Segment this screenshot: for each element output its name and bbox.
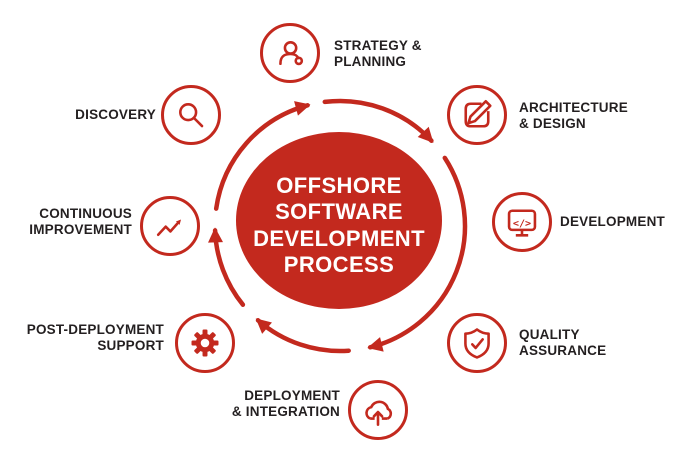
arc-left-lower <box>208 227 246 307</box>
label-architecture-design: ARCHITECTURE & DESIGN <box>519 100 628 131</box>
label-post-deployment-support: POST-DEPLOYMENT SUPPORT <box>26 322 164 353</box>
center-title-circle: OFFSHORE SOFTWARE DEVELOPMENT PROCESS <box>236 132 442 309</box>
title-line: OFFSHORE <box>276 172 402 198</box>
step-circle-continuous-improvement <box>140 196 200 256</box>
step-circle-strategy-planning <box>260 23 320 83</box>
label-quality-assurance: QUALITY ASSURANCE <box>519 327 607 358</box>
label-development: DEVELOPMENT <box>560 214 665 229</box>
title-line: SOFTWARE <box>275 199 403 224</box>
svg-text:</>: </> <box>513 219 531 230</box>
gear-icon <box>191 329 219 357</box>
trend-up-icon <box>156 219 182 237</box>
user-icon <box>279 41 304 66</box>
cloud-upload-icon <box>365 400 393 426</box>
arc-top <box>322 98 434 143</box>
step-circle-deployment-integration <box>348 380 408 440</box>
step-circle-discovery <box>161 85 221 145</box>
edit-pencil-icon <box>464 99 492 128</box>
label-strategy-planning: STRATEGY & PLANNING <box>334 38 422 69</box>
title-line: PROCESS <box>283 252 395 277</box>
search-icon <box>179 103 204 128</box>
step-circle-post-deployment-support <box>175 313 235 373</box>
code-monitor-icon: </> <box>507 209 537 237</box>
shield-check-icon <box>464 328 490 359</box>
step-circle-architecture-design <box>447 85 507 145</box>
arc-bottom-left <box>255 318 351 354</box>
arc-left-upper <box>213 101 311 211</box>
label-deployment-integration: DEPLOYMENT & INTEGRATION <box>231 388 340 419</box>
title-line: DEVELOPMENT <box>253 225 425 251</box>
label-continuous-improvement: CONTINUOUS IMPROVEMENT <box>29 206 132 237</box>
step-circle-development: </> <box>492 192 552 252</box>
arc-right <box>367 155 468 352</box>
label-discovery: DISCOVERY <box>75 107 156 122</box>
step-circle-quality-assurance <box>447 313 507 373</box>
